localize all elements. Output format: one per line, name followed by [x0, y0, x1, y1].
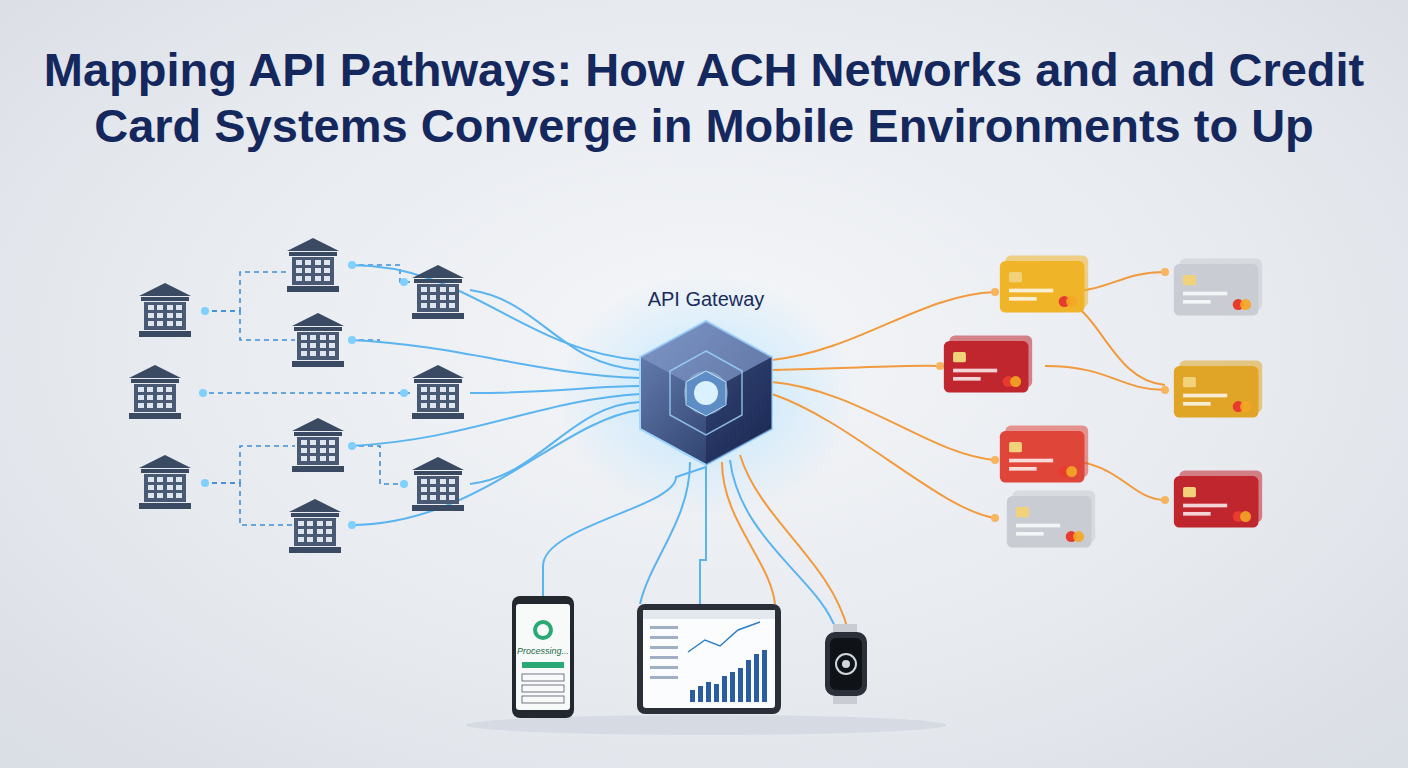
- gateway-hexagon: [630, 317, 782, 467]
- diagram-title: Mapping API Pathways: How ACH Networks a…: [40, 42, 1368, 154]
- connector: [543, 467, 706, 596]
- gateway-node: API Gateway: [630, 288, 782, 467]
- screen-text: Processing...: [512, 646, 574, 656]
- phone-node: Processing...: [512, 596, 574, 718]
- phone-shape: [512, 596, 574, 718]
- gateway-label: API Gateway: [630, 288, 782, 311]
